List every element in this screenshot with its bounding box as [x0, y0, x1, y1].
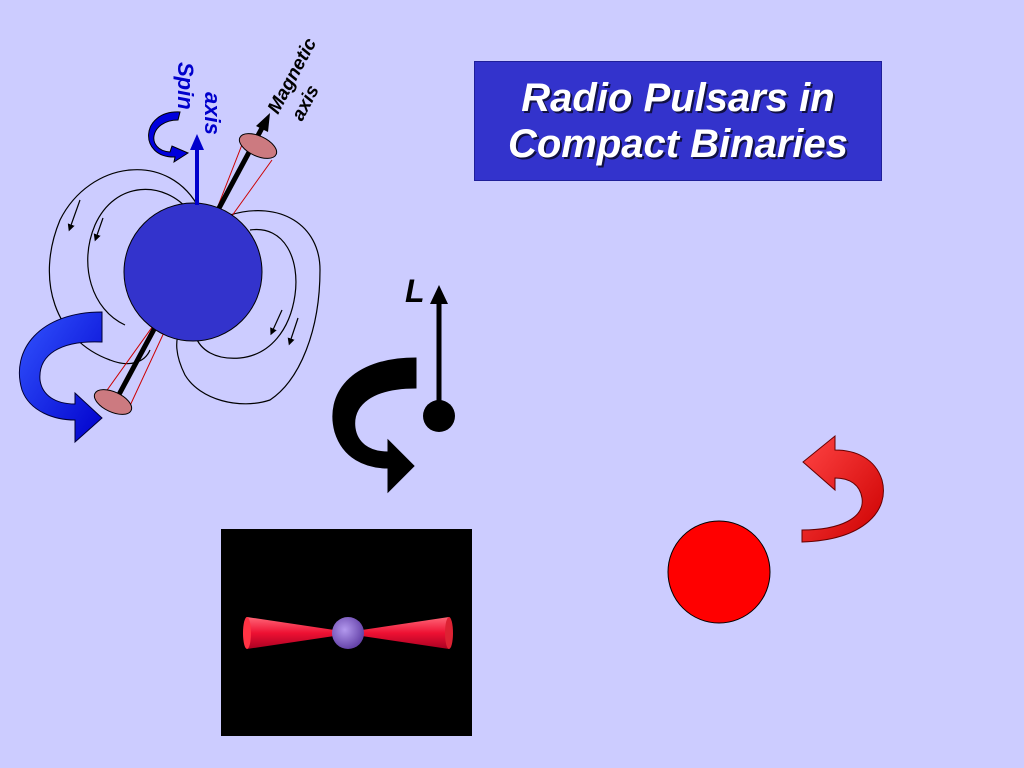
beam-animation	[243, 617, 453, 649]
field-arrow-3	[270, 309, 283, 336]
field-line-left-inner	[87, 189, 191, 326]
title-box: Radio Pulsars in Compact Binaries	[474, 61, 882, 181]
red-orbit-arrow	[801, 434, 884, 543]
beam-right	[355, 617, 449, 649]
field-arrows	[67, 199, 299, 346]
field-lines	[48, 169, 321, 405]
title-line-2: Compact Binaries	[507, 122, 849, 166]
beam-cap-bottom	[93, 389, 133, 415]
field-arrow-1	[67, 199, 81, 232]
field-line-right-outer	[176, 210, 321, 405]
beam-right-cap	[445, 617, 453, 649]
companion-star	[667, 520, 771, 624]
spin-rotation-arrow	[148, 111, 190, 164]
black-orbit-arrow	[332, 357, 417, 494]
orbital-momentum-label: L	[405, 273, 425, 309]
title-line-1: Radio Pulsars in	[521, 76, 835, 120]
orbital-momentum-arrowhead	[430, 285, 448, 304]
center-of-mass	[423, 400, 455, 432]
beam-cap-top	[238, 133, 278, 159]
spin-axis-label: axis	[200, 92, 225, 135]
blue-rotation-arrow	[18, 311, 103, 444]
beam-left-cap	[243, 617, 251, 649]
field-line-right-inner	[194, 228, 297, 359]
spin-label: Spin	[173, 62, 198, 110]
beam-animation-panel	[221, 529, 472, 736]
magnetic-axis-arrowhead	[256, 113, 270, 132]
beam-left	[247, 617, 341, 649]
spin-axis-arrowhead	[190, 134, 204, 150]
field-line-left-outer	[48, 169, 201, 365]
field-arrow-2	[93, 217, 104, 242]
neutron-star	[123, 202, 263, 342]
field-arrow-4	[287, 317, 299, 346]
animated-pulsar	[332, 617, 364, 649]
